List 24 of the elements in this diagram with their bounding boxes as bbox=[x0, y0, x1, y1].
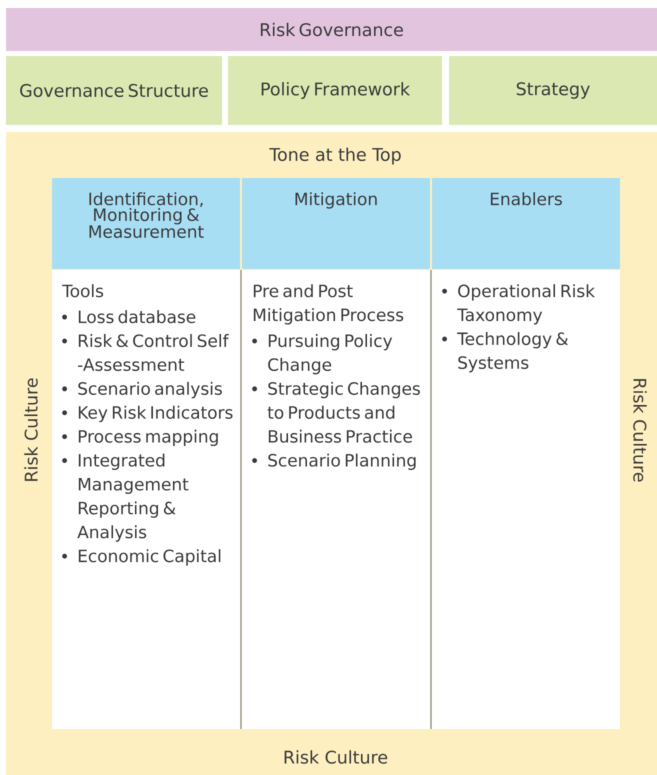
bullet-item: Operational Risk Taxonomy bbox=[457, 284, 595, 324]
bullet-item: Integrated Management Reporting & Analysis bbox=[77, 454, 188, 542]
bullet-item: Pursuing Policy Change bbox=[268, 334, 392, 374]
column-header: Identification, Monitoring & Measurement bbox=[52, 178, 240, 269]
bullet-item: Key Risk Indicators bbox=[78, 406, 232, 422]
column-body bbox=[432, 270, 620, 729]
bullet-item: Scenario analysis bbox=[78, 382, 222, 398]
header-band: Risk Governance bbox=[6, 8, 657, 51]
header-band: Strategy bbox=[449, 56, 657, 125]
bullet-item: Scenario Planning bbox=[268, 454, 416, 470]
column-body bbox=[52, 270, 240, 729]
bullet-item: Risk & Control Self -Assessment bbox=[78, 334, 229, 372]
list-heading: Pre and Post Mitigation Process bbox=[254, 284, 404, 324]
list-heading: Tools bbox=[62, 284, 104, 298]
bullet-item: Loss database bbox=[78, 310, 196, 324]
column-header: Enablers bbox=[432, 178, 620, 269]
bullet-item: Technology & Systems bbox=[457, 332, 568, 372]
bullet-item: Economic Capital bbox=[78, 549, 220, 566]
bullet-item: Process mapping bbox=[78, 430, 218, 446]
header-band: Policy Framework bbox=[228, 56, 442, 125]
column-body bbox=[242, 270, 430, 729]
bullet-item: Strategic Changes to Products and Business Practice bbox=[268, 382, 420, 443]
column-header: Mitigation bbox=[242, 178, 430, 269]
header-band: Governance Structure bbox=[6, 56, 222, 125]
